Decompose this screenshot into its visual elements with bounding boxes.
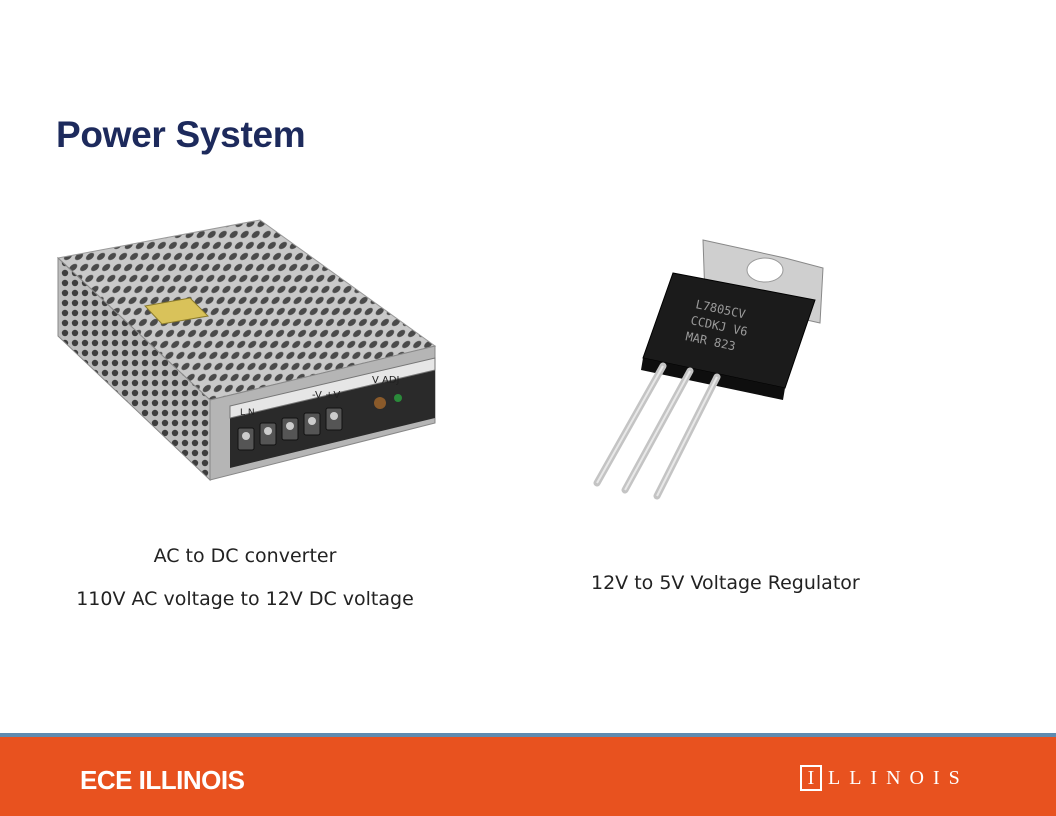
psu-caption-line2: 110V AC voltage to 12V DC voltage [76,588,414,610]
terminal-label-ln: L N [240,408,255,418]
illinois-logo: I LLINOIS [800,763,969,793]
terminal-label-v: -V +V [312,390,340,401]
psu-caption-line1: AC to DC converter [153,545,337,567]
illinois-wordmark: LLINOIS [828,766,969,789]
power-supply-unit-image: L N -V +V V ADJ [56,219,437,482]
footer-brand: ECE ILLINOIS [80,765,245,795]
terminal-label-adj: V ADJ [372,375,400,386]
footer-bar: ECE ILLINOIS I LLINOIS [0,737,1056,816]
block-i-icon: I [800,765,822,791]
footer-divider [0,733,1056,737]
regulator-caption: 12V to 5V Voltage Regulator [591,572,860,594]
slide-title: Power System [56,114,306,155]
voltage-regulator-image: L7805CV CCDKJ V6 MAR 823 [593,239,824,500]
